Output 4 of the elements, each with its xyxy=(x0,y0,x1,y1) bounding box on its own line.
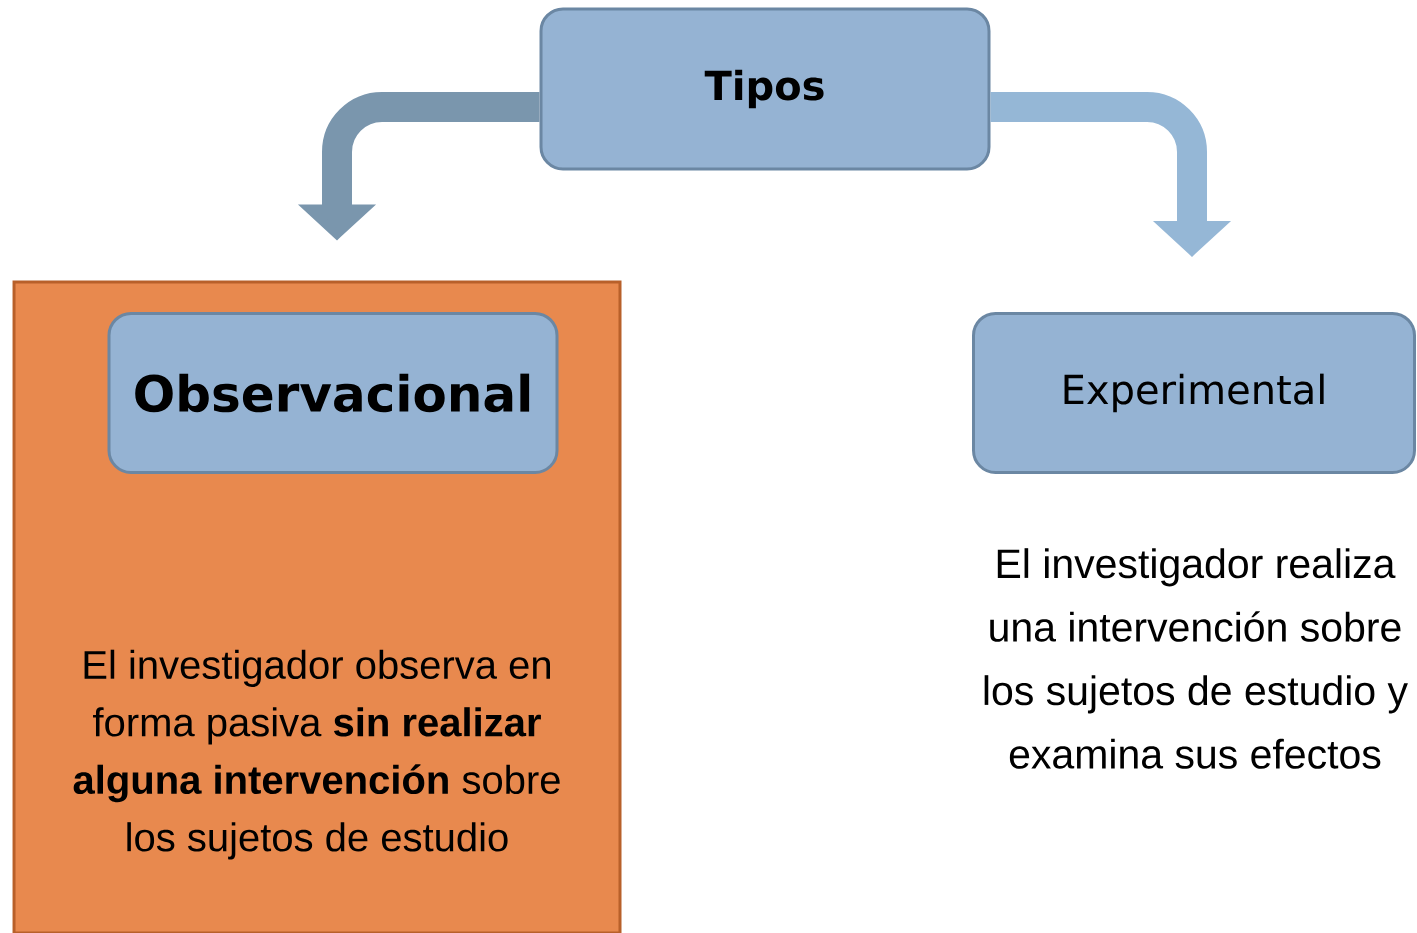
heading-box: Tipos xyxy=(539,7,991,171)
category-box: Experimental xyxy=(972,312,1416,474)
category-box: Observacional xyxy=(107,312,559,474)
description-text: El investigador realiza una intervención sobre los sujetos de estudio y examina sus efectos xyxy=(984,548,1408,769)
